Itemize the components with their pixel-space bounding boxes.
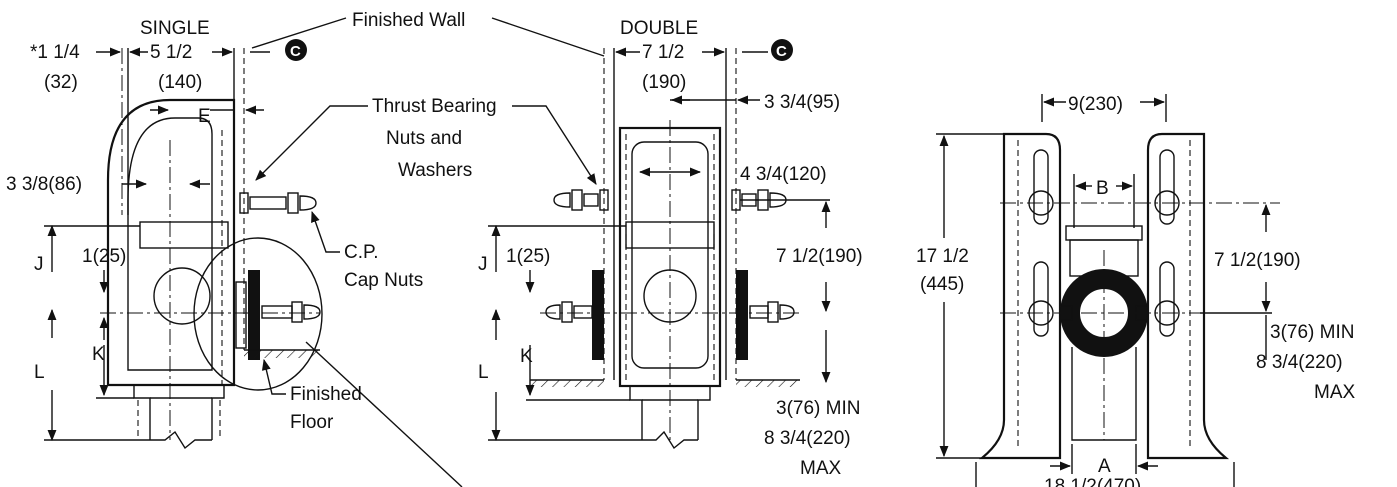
bearing-washer <box>235 281 247 349</box>
dim-double-max: 8 3/4(220) <box>764 428 851 449</box>
break-line <box>150 430 212 450</box>
slot <box>1159 149 1175 225</box>
label-cp: C.P. <box>344 242 379 263</box>
bearing-plate-left <box>592 270 604 360</box>
dim-side-max-label: MAX <box>1314 382 1356 403</box>
dim-double-min: 3(76) MIN <box>776 398 860 419</box>
leader-cp <box>311 210 340 253</box>
dim-side-min: 3(76) MIN <box>1270 322 1354 343</box>
double-view: DOUBLE 7 1/2 (190) C 3 3/4(95) 4 3/4(120… <box>478 18 863 479</box>
slot <box>1033 261 1049 337</box>
pipe-outline <box>629 386 643 440</box>
dim-double-inner: 4 3/4(120) <box>740 164 827 185</box>
dim-single-1: 1(25) <box>82 246 126 267</box>
slot <box>1159 261 1175 337</box>
single-title: SINGLE <box>140 18 210 39</box>
leader-wall <box>251 17 347 49</box>
label-floor: Floor <box>290 412 334 433</box>
dim-double-l: L <box>478 362 489 383</box>
dim-single-k: K <box>92 344 105 365</box>
carrier-inner <box>127 117 213 371</box>
centerline-symbol-text: C <box>776 43 787 60</box>
dim-single-offset-mm: (32) <box>44 72 78 93</box>
leader-thrust <box>255 105 368 181</box>
label-washers: Washers <box>398 160 472 181</box>
dim-double-k: K <box>520 346 533 367</box>
leader-thrust <box>512 105 597 185</box>
leader-floor <box>261 358 286 395</box>
label-finished: Finished <box>290 384 362 405</box>
thrust-bolt <box>239 192 317 214</box>
centerline-symbol-text: C <box>290 43 301 60</box>
dim-side-height: 17 1/2 <box>916 246 969 267</box>
dim-single-e: E <box>198 106 211 127</box>
dim-single-offset: *1 1/4 <box>30 42 80 63</box>
centerline-symbol <box>285 39 307 61</box>
label-finished-wall: Finished Wall <box>352 10 465 31</box>
dim-single-inner: 3 3/8(86) <box>6 174 82 195</box>
leader-detail <box>305 341 463 487</box>
dim-double-width-mm: (190) <box>642 72 686 93</box>
single-view: SINGLE *1 1/4 (32) 5 1/2 (140) C E 3 3/8… <box>6 18 323 450</box>
dim-single-width: 5 1/2 <box>150 42 192 63</box>
thrust-bolt-lower-right <box>749 301 795 323</box>
upright-right <box>1146 132 1230 460</box>
floor-hatch <box>244 350 320 358</box>
label-thrust-bearing: Thrust Bearing <box>372 96 497 117</box>
bearing-plate-right <box>736 270 748 360</box>
thrust-bolt-lower <box>261 301 321 323</box>
dim-side-max: 8 3/4(220) <box>1256 352 1343 373</box>
dim-double-width: 7 1/2 <box>642 42 684 63</box>
carrier-body <box>106 98 236 387</box>
dim-side-bottom: 18 1/2(470) <box>1044 476 1141 487</box>
break-line <box>642 430 698 450</box>
dim-side-v: 7 1/2(190) <box>1214 250 1301 271</box>
floor-hatch <box>736 380 800 387</box>
centerline-symbol <box>771 39 793 61</box>
fitting-flange <box>139 221 229 249</box>
fitting-cap <box>1065 225 1143 241</box>
dim-side-pipe: A <box>1098 456 1111 477</box>
leader-wall <box>491 17 605 57</box>
dim-single-l: L <box>34 362 45 383</box>
thrust-bolt-left <box>553 189 609 211</box>
dim-single-j: J <box>34 254 44 275</box>
outlet-opening <box>153 267 211 325</box>
dim-double-j: J <box>478 254 488 275</box>
slot <box>1033 149 1049 225</box>
label-cap-nuts: Cap Nuts <box>344 270 423 291</box>
dim-double-spacing: 7 1/2(190) <box>776 246 863 267</box>
upright-left <box>978 132 1062 460</box>
detail-circle <box>193 237 323 391</box>
dim-double-max-label: MAX <box>800 458 842 479</box>
pipe-outline <box>211 385 225 440</box>
label-nuts-and: Nuts and <box>386 128 462 149</box>
pipe-outline <box>697 386 711 440</box>
double-title: DOUBLE <box>620 18 698 39</box>
dim-double-1: 1(25) <box>506 246 550 267</box>
dim-double-half: 3 3/4(95) <box>764 92 840 113</box>
floor-hatch <box>530 380 604 387</box>
thrust-bolt-lower-left <box>545 301 593 323</box>
side-view: 9(230) B 17 1/2 <box>916 94 1356 487</box>
dim-single-width-mm: (140) <box>158 72 202 93</box>
dim-side-height-mm: (445) <box>920 274 964 295</box>
dim-side-b: B <box>1096 178 1109 199</box>
dim-side-spacing: 9(230) <box>1068 94 1123 115</box>
pipe-outline <box>133 385 151 440</box>
bearing-plate <box>248 270 260 360</box>
